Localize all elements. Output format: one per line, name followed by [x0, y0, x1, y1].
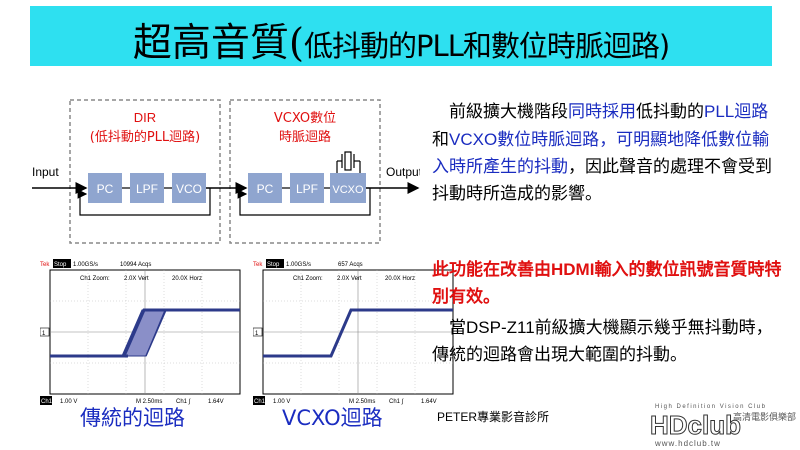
logo-tagline: High Definition Vision Club [655, 404, 766, 410]
p3-text-a: 當 [432, 318, 466, 338]
oscilloscope-conventional: Tek Stop 1.00GS/s 10994 Acqs Ch1 Zoom: 2… [40, 258, 245, 406]
p2-text-a: 此功能在改善由 [432, 260, 551, 280]
output-label: Output [386, 165, 420, 179]
description-paragraph-2: 此功能在改善由HDMI輸入的數位訊號音質時特別有效。 [432, 256, 782, 311]
left-lpf-block [130, 173, 164, 203]
p2-text-b: HDMI [551, 260, 595, 279]
scope-stop: Stop [54, 262, 67, 268]
scope-ch-marker: 1 [255, 331, 259, 337]
credit-text: PETER專業影音診所 [437, 410, 550, 424]
left-pc-block [88, 173, 122, 203]
scope-ch-label: Ch1 [254, 399, 266, 405]
p3-text-b: DSP-Z11 [466, 318, 535, 337]
waveform-trace [50, 308, 240, 358]
left-vco-block [172, 173, 206, 203]
p1-text-b: 同時採用 [568, 102, 636, 122]
p1-text-g: VCXO [449, 130, 498, 149]
scope-tek-mark: Tek [253, 262, 263, 268]
scope-ch-label: Ch1 [41, 399, 53, 405]
right-block-pc: PC [257, 182, 274, 196]
scope-time: M 2.50ms [349, 399, 375, 405]
scope-vert: 2.0X Vert [124, 276, 149, 282]
scope-trig-level: 1.64V [421, 399, 437, 405]
p1-text-j: ，因此聲音的處理不會受到抖動時所造成的影響。 [432, 157, 772, 204]
vcxo-loop-caption: VCXO迴路 [282, 406, 383, 430]
dir-title: DIR [134, 110, 156, 125]
scope-vert: 2.0X Vert [337, 276, 362, 282]
p1-text-f: 和 [432, 130, 449, 150]
vcxo-title: VCXO數位 [274, 111, 336, 126]
scope-volts: 1.00 V [273, 399, 290, 405]
p1-text-e: 迴路 [734, 102, 769, 122]
dir-group-box [69, 99, 221, 244]
left-block-pc: PC [97, 182, 114, 196]
p1-text-i: ，可明顯地降低數位輸入時所產生的抖動 [432, 130, 770, 177]
crystal-icon [336, 151, 361, 173]
description-paragraph-3: 當DSP-Z11前級擴大機顯示幾乎無抖動時，傳統的迴路會出現大範圍的抖動。 [432, 314, 782, 369]
scope-volts: 1.00 V [60, 399, 77, 405]
dir-subtitle: (低抖動的PLL迴路) [90, 129, 200, 145]
p3-text-c: 前級擴大機顯示幾乎無抖動時，傳統的迴路會出現大範圍的抖動。 [432, 318, 773, 365]
right-vcxo-block [330, 173, 366, 203]
description-paragraph-1: 前級擴大機階段同時採用低抖動的PLL迴路和VCXO數位時脈迴路，可明顯地降低數位… [432, 98, 782, 208]
p1-text-d: PLL [704, 102, 735, 121]
scope-trig: Ch1 ∫ [389, 398, 404, 405]
p2-text-c: 輸入的數位訊號音質時特別有效。 [432, 260, 782, 307]
logo-chinese: 高清電影俱樂部 [733, 411, 796, 423]
right-lpf-block [290, 173, 324, 203]
scope-acqs: 10994 Acqs [120, 262, 151, 268]
scope-rate: 1.00GS/s [286, 262, 311, 268]
title-banner: 超高音質(低抖動的PLL和數位時脈迴路) [30, 6, 772, 66]
right-block-vcxo: VCXO [332, 184, 364, 196]
logo-url: www.hdclub.tw [654, 439, 721, 448]
scope-acqs: 657 Acqs [338, 262, 363, 268]
scope-stop: Stop [267, 262, 280, 268]
hdclub-logo: High Definition Vision Club HDclub 高清電影俱… [650, 404, 797, 448]
input-label: Input [32, 165, 59, 179]
conventional-loop-caption: 傳統的迴路 [80, 406, 185, 430]
waveform-trace [263, 308, 453, 358]
page-title: 超高音質(低抖動的PLL和數位時脈迴路) [30, 12, 772, 68]
title-main: 超高音質( [132, 21, 305, 66]
scope-horz: 20.0X Horz [385, 276, 415, 282]
p1-text-h: 數位時脈迴路 [497, 130, 600, 150]
logo-brand: HDclub [650, 410, 741, 440]
scope-zoom-label: Ch1 Zoom: [293, 276, 323, 282]
left-block-lpf: LPF [136, 182, 158, 196]
right-pc-block [248, 173, 282, 203]
p1-text-c: 低抖動的 [636, 102, 704, 122]
scope-tek-mark: Tek [40, 262, 50, 268]
vcxo-subtitle: 時脈迴路 [279, 129, 331, 145]
scope-rate: 1.00GS/s [73, 262, 98, 268]
vcxo-group-box [229, 99, 381, 244]
right-block-lpf: LPF [296, 182, 318, 196]
p1-text-a: 前級擴大機階段 [432, 102, 568, 122]
oscilloscope-vcxo: Tek Stop 1.00GS/s 657 Acqs Ch1 Zoom: 2.0… [253, 258, 458, 406]
scope-zoom-label: Ch1 Zoom: [80, 276, 110, 282]
scope-trig: Ch1 ∫ [176, 398, 191, 405]
scope-ch-marker: 1 [42, 331, 46, 337]
left-block-vco: VCO [176, 182, 202, 196]
scope-time: M 2.50ms [136, 399, 162, 405]
title-sub: 低抖動的PLL和數位時脈迴路) [304, 29, 670, 63]
scope-trig-level: 1.64V [208, 399, 224, 405]
pll-block-diagram: DIR (低抖動的PLL迴路) VCXO數位 時脈迴路 Input Output… [32, 99, 420, 244]
scope-horz: 20.0X Horz [172, 276, 202, 282]
